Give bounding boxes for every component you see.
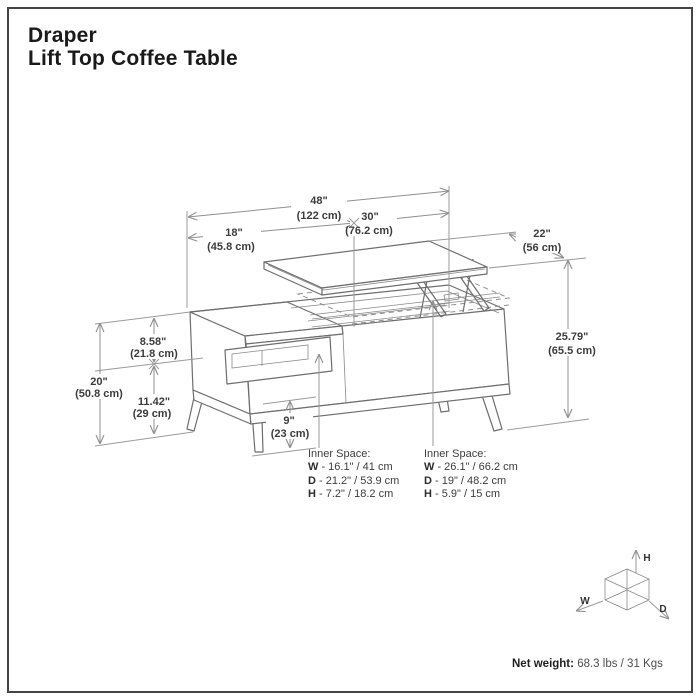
table-body	[189, 284, 511, 425]
width-axis-label: W	[580, 596, 590, 607]
inner-space-row: W - 16.1" / 41 cm	[308, 461, 393, 474]
product-type: Lift Top Coffee Table	[28, 47, 238, 70]
depth-axis-arrow	[648, 600, 669, 619]
product-name: Draper	[28, 24, 97, 47]
inner-space-row: W - 26.1" / 66.2 cm	[424, 461, 518, 474]
lifted-top-height-inches: 25.79"	[556, 331, 589, 343]
net-weight: Net weight: 68.3 lbs / 31 Kgs	[512, 658, 663, 670]
page-title: Draper Lift Top Coffee Table	[28, 24, 238, 70]
extension-lines	[94, 186, 590, 457]
lift-top-depth-metric: (56 cm)	[523, 242, 562, 254]
inner-space-row: D - 21.2" / 53.9 cm	[308, 474, 400, 487]
lift-top-closed-outline	[296, 274, 511, 325]
lifted-top-height-metric: (65.5 cm)	[548, 345, 596, 357]
top-section-height-inches: 8.58"	[140, 336, 167, 348]
top-section-height-metric: (21.8 cm)	[130, 348, 178, 360]
inner-space-note-right: Inner Space: W - 26.1" / 66.2 cm D - 19"…	[424, 448, 518, 502]
left-section-width-inches: 18"	[225, 227, 242, 239]
overall-height-inches: 20"	[90, 376, 107, 388]
depth-axis-label: D	[659, 604, 666, 615]
floor-clearance-inches: 9"	[283, 415, 294, 427]
height-axis-label: H	[643, 553, 650, 564]
net-weight-label: Net weight:	[512, 658, 574, 670]
bottom-section-height-metric: (29 cm)	[133, 408, 172, 420]
axis-indicator-cube: H W D	[576, 550, 669, 619]
inner-space-row: D - 19" / 48.2 cm	[424, 474, 507, 487]
inner-space-row: H - 7.2" / 18.2 cm	[308, 488, 394, 501]
width-axis-arrow	[576, 600, 604, 611]
lift-top-width-inches: 30"	[361, 211, 378, 223]
net-weight-value: 68.3 lbs / 31 Kgs	[577, 658, 663, 670]
overall-width-inches: 48"	[310, 195, 327, 207]
shelf-opening	[224, 336, 333, 385]
inner-space-note-left: Inner Space: W - 16.1" / 41 cm D - 21.2"…	[308, 448, 399, 502]
overall-height-metric: (50.8 cm)	[75, 388, 123, 400]
dimension-labels: 48" (122 cm) 30" (76.2 cm) 18" (45.8 cm)…	[75, 195, 596, 440]
inner-space-heading: Inner Space:	[308, 448, 371, 460]
inner-space-row: H - 5.9" / 15 cm	[424, 488, 501, 501]
floor-clearance-metric: (23 cm)	[271, 428, 310, 440]
lifted-top-panel	[263, 240, 488, 296]
overall-width-metric: (122 cm)	[297, 210, 342, 222]
coffee-table-drawing	[186, 240, 511, 453]
lift-top-width-metric: (76.2 cm)	[345, 225, 393, 237]
junction-ticks	[148, 217, 360, 370]
lift-top-depth-inches: 22"	[533, 228, 550, 240]
left-section-width-metric: (45.8 cm)	[207, 241, 255, 253]
bottom-section-height-inches: 11.42"	[138, 396, 170, 408]
label-halos	[73, 193, 604, 439]
inner-space-heading: Inner Space:	[424, 448, 487, 460]
